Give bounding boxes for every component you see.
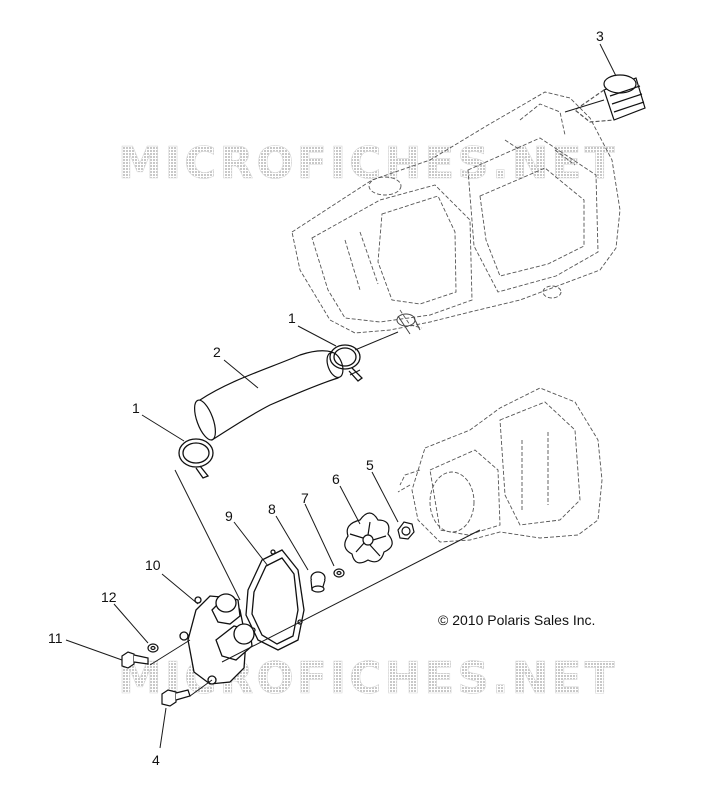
callout-7: 7: [301, 490, 309, 506]
callout-4: 4: [152, 752, 160, 768]
part-11-bolt: [121, 651, 149, 669]
watermark-top: MICROFICHES.NET: [118, 138, 618, 189]
callout-11: 11: [48, 630, 63, 646]
part-10-pump-cover: [179, 593, 255, 685]
part-2-coolant-hose: [194, 350, 344, 441]
callout-1-lower: 1: [132, 400, 140, 416]
part-8-seal: [310, 571, 326, 593]
part-4-bolt: [161, 689, 191, 707]
part-1-hose-clamp-upper: [329, 344, 363, 382]
part-12-washer: [147, 643, 159, 653]
crankcase-outline: [397, 387, 603, 543]
head-outlet-pipe: [396, 313, 421, 335]
callout-3: 3: [596, 28, 604, 44]
part-6-impeller: [344, 512, 393, 564]
callout-10: 10: [145, 557, 161, 573]
leader-lines: [65, 43, 617, 749]
cylinder-head-outline: [291, 91, 621, 334]
part-7-washer: [333, 568, 345, 578]
part-3-hose-cap: [573, 74, 646, 123]
assembly-lines: [149, 99, 605, 697]
part-1-hose-clamp-lower: [178, 438, 214, 479]
part-9-gasket: [245, 549, 305, 651]
callout-6: 6: [332, 471, 340, 487]
callout-2: 2: [213, 344, 221, 360]
callout-8: 8: [268, 501, 276, 517]
callout-1-upper: 1: [288, 310, 296, 326]
callout-9: 9: [225, 508, 233, 524]
copyright-notice: © 2010 Polaris Sales Inc.: [438, 612, 596, 628]
callout-5: 5: [366, 457, 374, 473]
callout-12: 12: [101, 589, 117, 605]
part-5-nut: [397, 521, 415, 540]
callouts: 3 1 2 1 9 8 7 6 5 10 12 11 4: [48, 28, 604, 768]
